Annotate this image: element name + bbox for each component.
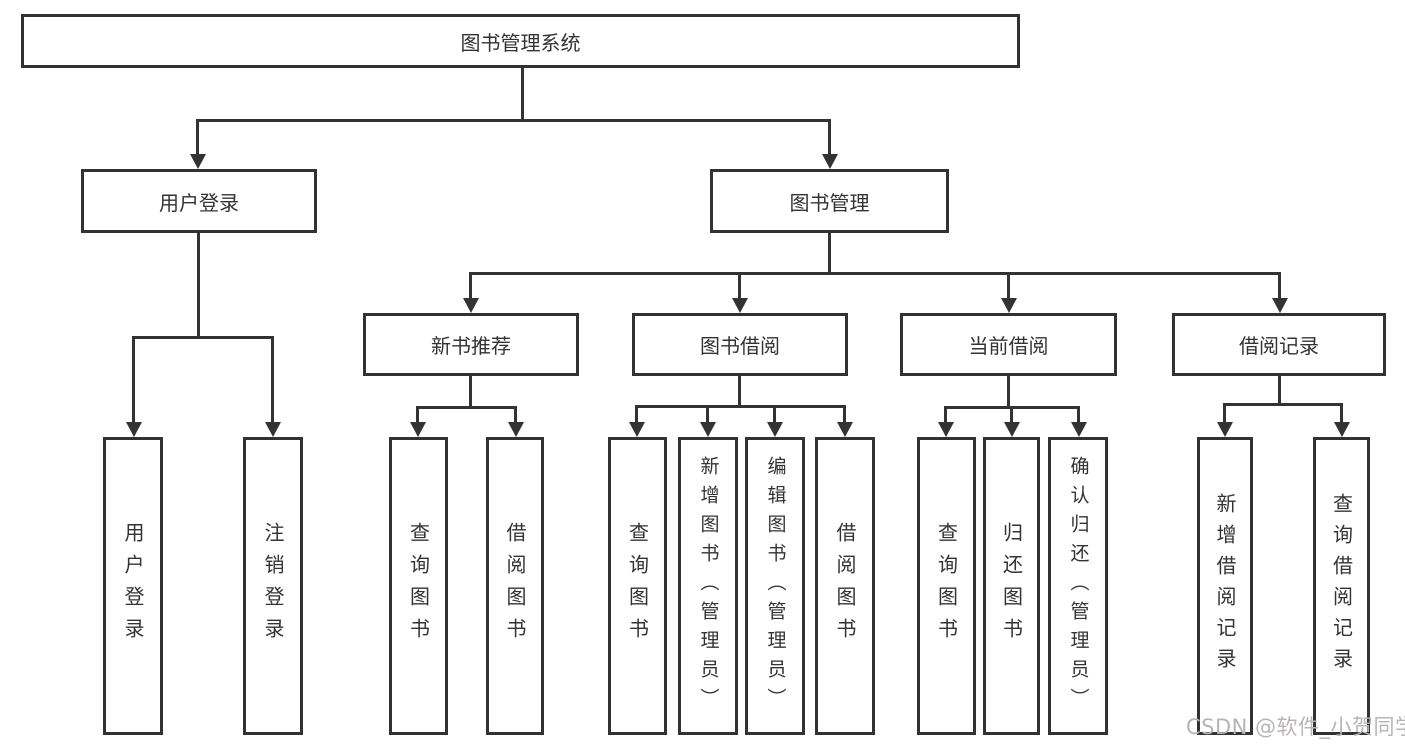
connector-line (1077, 406, 1080, 424)
connector-line (773, 405, 776, 424)
connector-line (521, 68, 524, 122)
node-label: 借阅图书 (833, 522, 857, 650)
connector-line (514, 406, 517, 424)
node-leaf-borrow-books-1: 借阅图书 (486, 437, 544, 735)
connector-line (196, 119, 199, 157)
connector-line (271, 336, 274, 424)
connector-arrowhead (837, 422, 853, 437)
node-leaf-query-borrow-record: 查询借阅记录 (1313, 437, 1370, 735)
node-label: 查询图书 (934, 522, 959, 650)
node-leaf-return-books: 归还图书 (983, 437, 1040, 735)
connector-arrowhead (732, 298, 748, 313)
csdn-watermark: CSDN @软件_小贺同学 (1186, 715, 1405, 739)
node-leaf-query-books-2: 查询图书 (608, 437, 667, 735)
node-label: 编辑图书（管理员） (764, 455, 787, 717)
node-label: 查询借阅记录 (1329, 493, 1354, 679)
node-label: 查询图书 (406, 522, 431, 650)
node-label: 借阅图书 (503, 522, 527, 650)
connector-line (469, 375, 472, 409)
node-label: 新书推荐 (431, 334, 511, 358)
connector-line (1223, 403, 1226, 424)
node-leaf-borrow-books-2: 借阅图书 (815, 437, 875, 735)
connector-line (828, 119, 831, 157)
node-label: 新增图书（管理员） (697, 455, 720, 717)
node-label: 图书管理 (789, 190, 870, 215)
node-current-borrow: 当前借阅 (900, 313, 1117, 376)
connector-line (416, 406, 419, 424)
connector-line (944, 406, 947, 424)
connector-arrowhead (1001, 298, 1017, 313)
node-leaf-edit-books: 编辑图书（管理员） (745, 437, 805, 735)
connector-line (196, 119, 831, 122)
node-leaf-user-login: 用户登录 (103, 437, 163, 735)
node-leaf-add-books: 新增图书（管理员） (678, 437, 738, 735)
node-library-management-system: 图书管理系统 (21, 14, 1020, 68)
node-leaf-add-borrow-record: 新增借阅记录 (1197, 437, 1253, 735)
connector-arrowhead (938, 422, 954, 437)
connector-arrowhead (508, 422, 524, 437)
node-label: 确认归还（管理员） (1067, 455, 1090, 717)
connector-line (1278, 272, 1281, 300)
node-label: 注销登录 (261, 522, 285, 650)
node-leaf-query-books-1: 查询图书 (389, 437, 448, 735)
connector-arrowhead (1217, 422, 1233, 437)
node-label: 当前借阅 (968, 334, 1049, 358)
connector-arrowhead (629, 422, 645, 437)
connector-arrowhead (1334, 422, 1350, 437)
connector-line (1340, 403, 1343, 424)
node-borrow-records: 借阅记录 (1172, 313, 1386, 376)
connector-line (738, 375, 741, 408)
connector-line (843, 405, 846, 424)
connector-arrowhead (265, 422, 281, 437)
node-new-book-recommend: 新书推荐 (363, 313, 579, 376)
node-leaf-query-books-3: 查询图书 (917, 437, 976, 735)
node-label: 归还图书 (999, 522, 1024, 650)
connector-line (738, 272, 741, 300)
connector-line (197, 233, 200, 339)
connector-line (132, 336, 274, 339)
node-book-management: 图书管理 (710, 169, 949, 233)
connector-arrowhead (190, 154, 206, 169)
node-book-borrow: 图书借阅 (632, 313, 848, 376)
node-user-login: 用户登录 (81, 169, 317, 233)
connector-line (1223, 403, 1343, 406)
connector-line (469, 272, 1281, 275)
node-label: 借阅记录 (1239, 334, 1319, 358)
node-leaf-confirm-return: 确认归还（管理员） (1048, 437, 1108, 735)
connector-arrowhead (700, 422, 716, 437)
node-label: 查询图书 (625, 522, 650, 650)
node-label: 用户登录 (159, 190, 239, 215)
connector-arrowhead (126, 422, 142, 437)
node-label: 图书管理系统 (460, 30, 581, 55)
connector-arrowhead (822, 154, 838, 169)
connector-line (416, 406, 517, 409)
connector-arrowhead (463, 298, 479, 313)
connector-line (706, 405, 709, 424)
connector-arrowhead (767, 422, 783, 437)
node-label: 用户登录 (121, 522, 145, 650)
connector-arrowhead (1272, 298, 1288, 313)
connector-line (1010, 406, 1013, 424)
node-label: 新增借阅记录 (1213, 493, 1237, 679)
node-label: 图书借阅 (700, 334, 780, 358)
connector-arrowhead (1004, 422, 1020, 437)
connector-arrowhead (410, 422, 426, 437)
connector-line (1278, 375, 1281, 406)
connector-line (1007, 272, 1010, 300)
connector-line (635, 405, 638, 424)
connector-line (635, 405, 846, 408)
connector-line (469, 272, 472, 300)
connector-line (132, 336, 135, 424)
connector-line (1007, 375, 1010, 409)
node-leaf-logout: 注销登录 (243, 437, 303, 735)
connector-line (828, 233, 831, 275)
connector-arrowhead (1071, 422, 1087, 437)
